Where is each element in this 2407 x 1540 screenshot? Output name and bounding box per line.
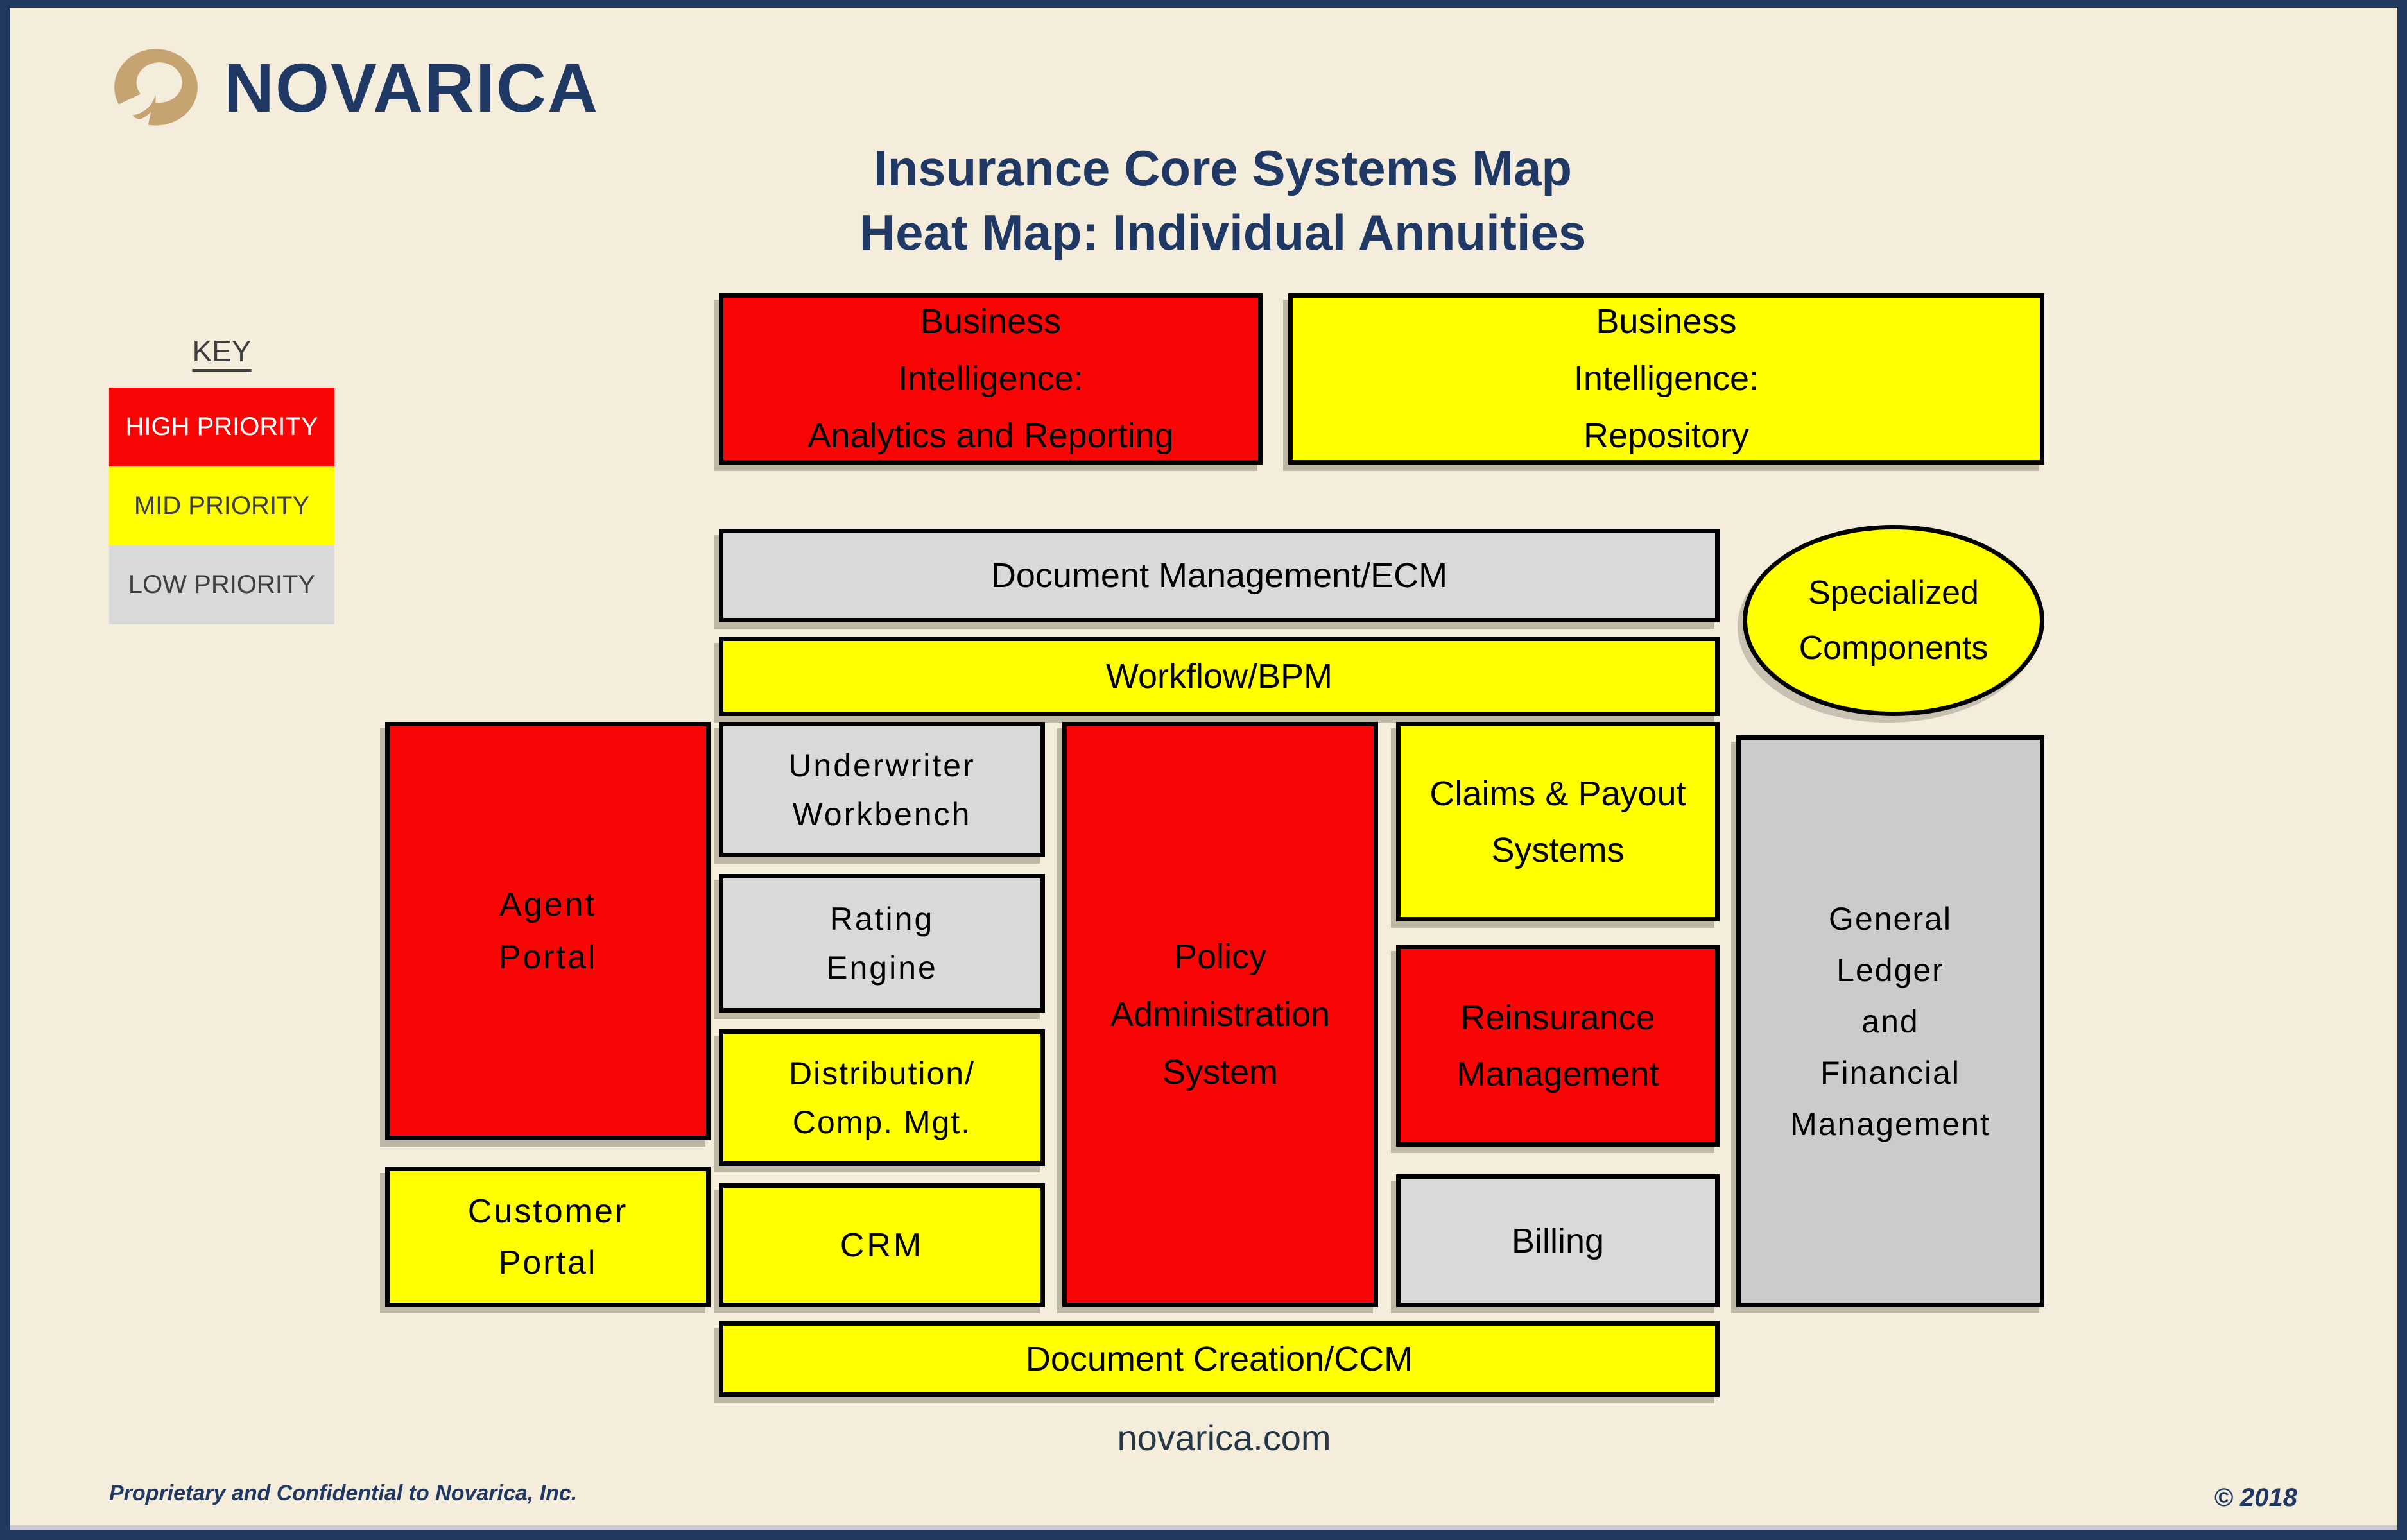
box-general-ledger-financial-management: General Ledger and Financial Management — [1736, 735, 2044, 1307]
novarica-logo: NOVARICA — [112, 47, 599, 128]
box-label: Business Intelligence: Analytics and Rep… — [807, 302, 1174, 455]
box-label: Rating Engine — [826, 901, 938, 986]
box-document-creation-ccm: Document Creation/CCM — [719, 1321, 1720, 1397]
box-specialized-components: Specialized Components — [1743, 525, 2044, 716]
legend-key: KEY HIGH PRIORITY MID PRIORITY LOW PRIOR… — [109, 334, 334, 624]
website-link: novarica.com — [1117, 1417, 1331, 1458]
box-customer-portal: Customer Portal — [385, 1167, 711, 1307]
box-label: Document Management/ECM — [990, 556, 1448, 595]
title-line-1: Insurance Core Systems Map — [873, 140, 1573, 196]
box-crm: CRM — [719, 1183, 1045, 1307]
box-underwriter-workbench: Underwriter Workbench — [719, 722, 1045, 857]
key-label: MID PRIORITY — [134, 492, 310, 520]
title-line-2: Heat Map: Individual Annuities — [859, 204, 1587, 261]
box-label: Customer Portal — [467, 1192, 628, 1281]
box-label: Distribution/ Comp. Mgt. — [789, 1055, 975, 1140]
page-title: Insurance Core Systems Map Heat Map: Ind… — [859, 136, 1587, 264]
box-label: Claims & Payout Systems — [1429, 774, 1686, 869]
box-label: Agent Portal — [498, 886, 598, 976]
box-business-intelligence-analytics: Business Intelligence: Analytics and Rep… — [719, 293, 1263, 465]
key-swatch-mid-priority: MID PRIORITY — [109, 466, 334, 545]
box-policy-administration-system: Policy Administration System — [1062, 722, 1378, 1307]
box-label: Document Creation/CCM — [1025, 1340, 1413, 1378]
confidentiality-notice: Proprietary and Confidential to Novarica… — [109, 1481, 578, 1505]
copyright-notice: © 2018 — [2214, 1484, 2297, 1512]
box-workflow-bpm: Workflow/BPM — [719, 637, 1720, 716]
box-reinsurance-management: Reinsurance Management — [1396, 945, 1720, 1147]
brand-text: NOVARICA — [224, 49, 600, 126]
box-label: Underwriter Workbench — [788, 747, 976, 832]
swirl-icon — [112, 47, 200, 128]
box-label: General Ledger and Financial Management — [1790, 900, 1990, 1142]
key-label: HIGH PRIORITY — [125, 413, 318, 441]
box-claims-payout-systems: Claims & Payout Systems — [1396, 722, 1720, 921]
box-label: Billing — [1511, 1221, 1605, 1260]
box-document-management-ecm: Document Management/ECM — [719, 529, 1720, 622]
box-distribution-comp-mgt: Distribution/ Comp. Mgt. — [719, 1029, 1045, 1166]
box-label: Business Intelligence: Repository — [1573, 302, 1759, 455]
bottom-accent-line — [10, 1525, 2397, 1530]
box-label: CRM — [840, 1226, 924, 1264]
box-business-intelligence-repository: Business Intelligence: Repository — [1288, 293, 2044, 465]
box-label: Workflow/BPM — [1105, 657, 1333, 696]
key-swatch-low-priority: LOW PRIORITY — [109, 545, 334, 624]
bottom-bar — [10, 1530, 2397, 1540]
box-label: Policy Administration System — [1110, 937, 1331, 1091]
box-billing: Billing — [1396, 1174, 1720, 1307]
key-label: LOW PRIORITY — [128, 570, 316, 599]
box-label: Specialized Components — [1799, 574, 1989, 667]
box-label: Reinsurance Management — [1456, 998, 1659, 1093]
box-agent-portal: Agent Portal — [385, 722, 711, 1140]
key-heading: KEY — [192, 334, 252, 368]
box-rating-engine: Rating Engine — [719, 874, 1045, 1013]
key-swatch-high-priority: HIGH PRIORITY — [109, 388, 334, 466]
